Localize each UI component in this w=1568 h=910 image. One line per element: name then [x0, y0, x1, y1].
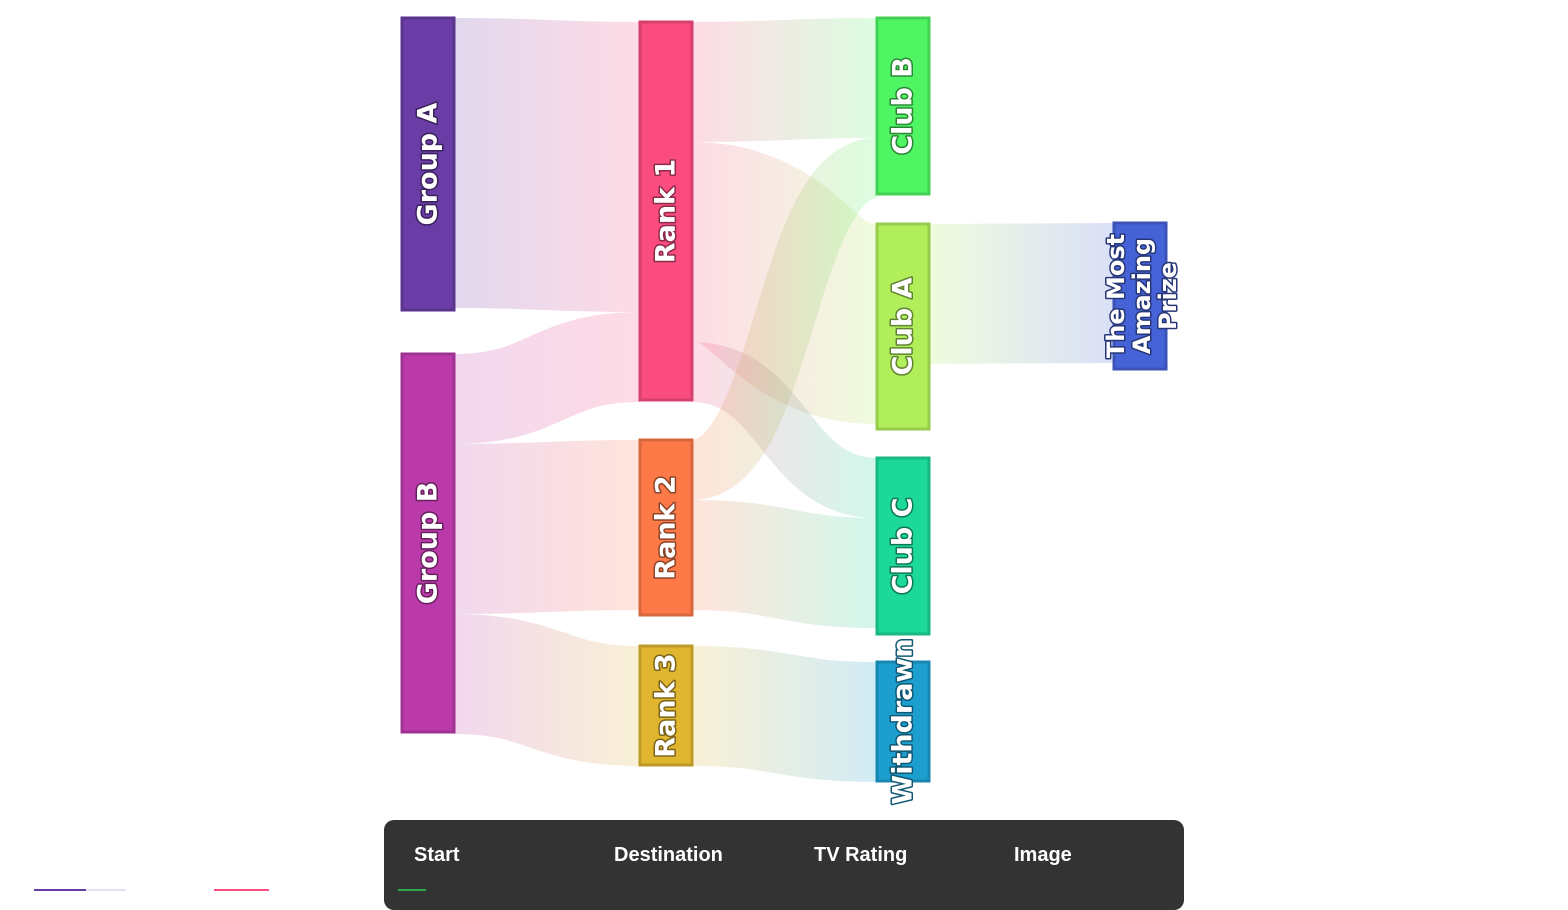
column-header-start[interactable]: Start	[414, 844, 460, 866]
nodes-layer	[400, 16, 1168, 783]
sankey-node-rank2[interactable]	[638, 438, 694, 617]
sankey-node-label-prize: The MostAmazingPrize	[1102, 234, 1182, 358]
sankey-link-group_b-to-rank2[interactable]	[453, 440, 641, 614]
sankey-node-label-rank1: Rank 1	[651, 159, 682, 263]
column-header-destination[interactable]: Destination	[614, 844, 723, 866]
sankey-node-club-c[interactable]	[875, 456, 931, 636]
sankey-node-label-rank3: Rank 3	[651, 653, 682, 757]
sankey-node-label-club_c: Club C	[888, 498, 919, 595]
sankey-node-label-withdrawn: Withdrawn	[888, 638, 919, 804]
sankey-link-club_a-to-prize[interactable]	[928, 223, 1115, 364]
column-header-tv-rating[interactable]: TV Rating	[814, 844, 908, 866]
sankey-node-withdrawn[interactable]	[875, 660, 931, 783]
labels-layer: Group A Group B Rank 1 Rank 2 Rank 3 Club B Cl…	[411, 56, 1184, 806]
sankey-link-rank1-to-club_b[interactable]	[691, 18, 878, 142]
sankey-node-label-club_b: Club B	[888, 57, 919, 155]
sankey-node-label-club_a: Club A	[888, 277, 919, 375]
sankey-link-rank3-to-withdrawn[interactable]	[691, 646, 878, 782]
sankey-node-label-rank2: Rank 2	[651, 475, 682, 579]
sankey-node-rank1[interactable]	[638, 20, 694, 402]
sankey-link-group_b-to-rank3[interactable]	[452, 614, 642, 766]
sankey-node-prize[interactable]	[1112, 221, 1168, 371]
table-header: Start Destination TV Rating Image	[384, 820, 1184, 910]
sankey-node-label-group_a: Group A	[413, 102, 444, 225]
sankey-link-group_a-to-rank1[interactable]	[453, 18, 641, 312]
sankey-node-club-a[interactable]	[875, 222, 931, 431]
sankey-node-label-group_b: Group B	[413, 482, 444, 605]
sankey-node-rank3[interactable]	[638, 644, 694, 767]
sankey-link-rank1-to-club_c[interactable]	[690, 342, 879, 518]
sankey-link-rank2-to-club_b[interactable]	[687, 138, 882, 500]
links-layer	[452, 18, 1115, 782]
sankey-node-group-a[interactable]	[400, 16, 456, 312]
sankey-node-club-b[interactable]	[875, 16, 931, 196]
sankey-node-group-b[interactable]	[400, 352, 456, 734]
sankey-link-rank2-to-club_c[interactable]	[691, 500, 878, 628]
sankey-link-group_b-to-rank1[interactable]	[452, 312, 642, 444]
column-header-image[interactable]: Image	[1014, 844, 1072, 866]
